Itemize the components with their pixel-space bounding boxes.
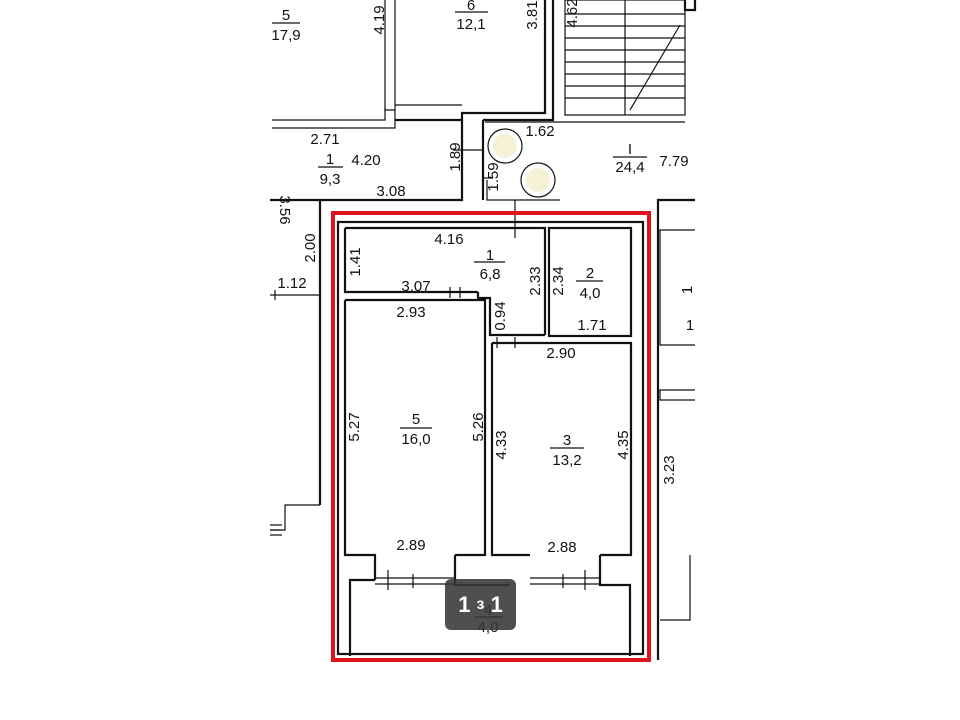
dimension: 3.08 xyxy=(376,183,405,200)
dimension: 1.71 xyxy=(577,317,606,334)
dimension: 3.07 xyxy=(401,278,430,295)
dimension: 7.79 xyxy=(659,153,688,170)
dimension: 5.26 xyxy=(470,412,487,441)
lamp-icon xyxy=(520,162,556,198)
room-area: 4,0 xyxy=(580,285,601,302)
dimension: 2.00 xyxy=(302,233,319,262)
room-number: 3 xyxy=(563,432,571,449)
dimension: 2.90 xyxy=(546,345,575,362)
dimension: 4.33 xyxy=(493,430,510,459)
counter-total: 1 xyxy=(490,591,503,617)
dimension: 4.20 xyxy=(351,152,380,169)
apartment xyxy=(331,200,651,662)
room-area: 9,3 xyxy=(320,171,341,188)
dimension: 2.33 xyxy=(527,266,544,295)
dimension: 0.94 xyxy=(492,301,509,330)
counter-current: 1 xyxy=(458,591,471,617)
counter-separator: з xyxy=(476,595,485,613)
dimension: 3.56 xyxy=(276,195,293,224)
room-area: 16,0 xyxy=(401,431,430,448)
dimension: 2.71 xyxy=(310,131,339,148)
room-area: 12,1 xyxy=(456,16,485,33)
context-walls xyxy=(270,0,697,660)
dimension: 2.88 xyxy=(547,539,576,556)
highlight-frame xyxy=(331,211,651,662)
dimension: 1.89 xyxy=(447,142,464,171)
room-area: 24,4 xyxy=(615,159,644,176)
room-area: 13,2 xyxy=(552,452,581,469)
dimension: 3.23 xyxy=(661,455,678,484)
dimension: 2.34 xyxy=(550,266,567,295)
dimension: 1 xyxy=(686,317,694,334)
room-number: I xyxy=(628,141,632,158)
dimension: 2.89 xyxy=(396,537,425,554)
dimension: 4.16 xyxy=(434,231,463,248)
dimension: 1 xyxy=(679,286,696,294)
dimension: 1.62 xyxy=(525,123,554,140)
dimension: 3.81 xyxy=(524,0,541,29)
room-number: 6 xyxy=(467,0,475,14)
room-number: 2 xyxy=(586,265,594,282)
dimension: 1.41 xyxy=(347,247,364,276)
room-number: 5 xyxy=(282,7,290,24)
dimension: 1.59 xyxy=(485,162,502,191)
dimension: 4.35 xyxy=(615,430,632,459)
room-area: 17,9 xyxy=(271,27,300,44)
lamp-icon xyxy=(487,128,523,164)
room-number: 1 xyxy=(326,151,334,168)
room-number: 1 xyxy=(486,247,494,264)
stair-steps xyxy=(565,0,685,115)
dimension-labels: 4.19 3.81 4.62 2.71 1.62 4.20 1.89 7.79 … xyxy=(276,0,696,556)
dimension: 4.19 xyxy=(371,5,388,34)
dimension: 5.27 xyxy=(346,412,363,441)
dimension: 2.93 xyxy=(396,304,425,321)
room-number: 5 xyxy=(412,411,420,428)
room-area: 6,8 xyxy=(480,266,501,283)
image-counter: 1 з 1 xyxy=(445,579,516,630)
dimension: 1.12 xyxy=(277,275,306,292)
dimension: 4.62 xyxy=(564,0,581,28)
